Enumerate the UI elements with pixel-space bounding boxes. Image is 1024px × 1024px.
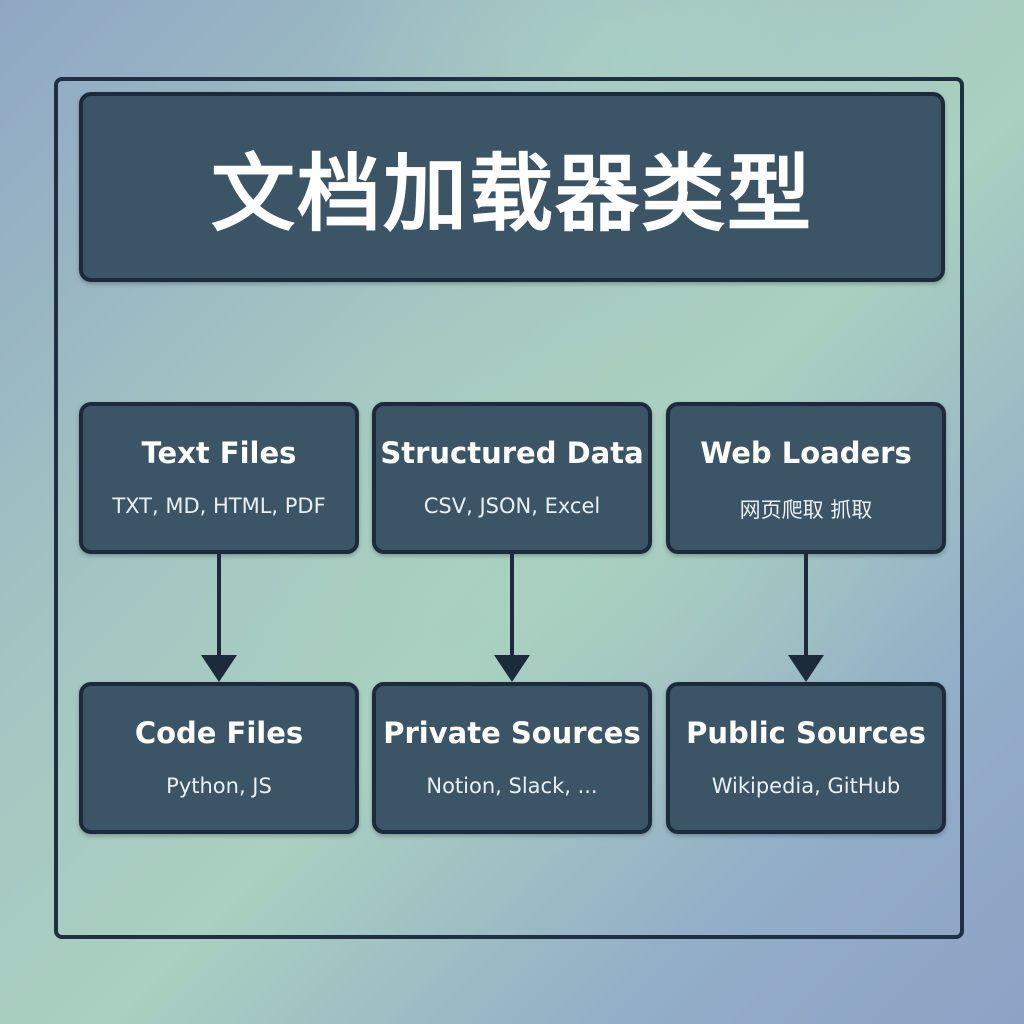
node-subtitle: 网页爬取 抓取 — [739, 498, 873, 522]
node-subtitle: Python, JS — [166, 774, 272, 798]
node-title: Public Sources — [686, 716, 926, 750]
node-title: Structured Data — [380, 436, 644, 470]
node-web-loaders: Web Loaders 网页爬取 抓取 — [666, 402, 946, 554]
node-subtitle: TXT, MD, HTML, PDF — [112, 494, 326, 518]
node-subtitle: CSV, JSON, Excel — [423, 494, 601, 518]
node-title: Text Files — [141, 436, 297, 470]
node-subtitle: Wikipedia, GitHub — [711, 774, 901, 798]
node-title: Private Sources — [383, 716, 641, 750]
node-structured-data: Structured Data CSV, JSON, Excel — [372, 402, 652, 554]
node-title: Web Loaders — [700, 436, 912, 470]
node-public-sources: Public Sources Wikipedia, GitHub — [666, 682, 946, 834]
diagram-title: 文档加载器类型 — [210, 144, 813, 243]
node-subtitle: Notion, Slack, ... — [426, 774, 598, 798]
node-text-files: Text Files TXT, MD, HTML, PDF — [79, 402, 359, 554]
node-code-files: Code Files Python, JS — [79, 682, 359, 834]
outer-frame — [54, 77, 964, 939]
title-box: 文档加载器类型 — [79, 92, 945, 282]
node-private-sources: Private Sources Notion, Slack, ... — [372, 682, 652, 834]
node-title: Code Files — [134, 716, 304, 750]
